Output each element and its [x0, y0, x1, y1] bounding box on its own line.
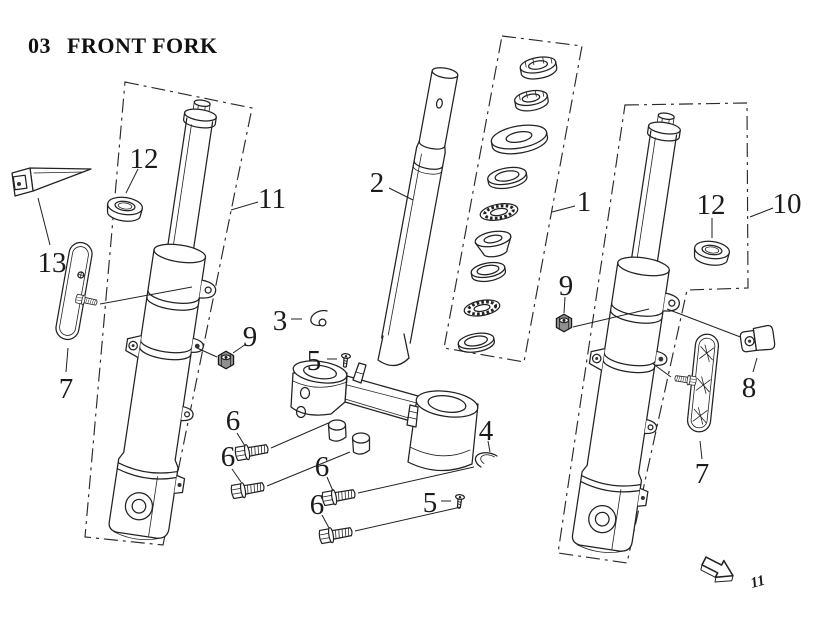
- page-note-text: 11: [749, 573, 767, 592]
- left-reflector: [53, 240, 95, 342]
- caged-ball-bearing-upper: [479, 203, 519, 221]
- callout-center-6b: 6: [310, 489, 325, 521]
- right-dust-seal: [691, 238, 732, 268]
- left-fork-boundary-box: [84, 81, 253, 546]
- right-stud-nut: [555, 313, 573, 333]
- left-fork-leg: [97, 93, 244, 546]
- callout-left-7: 7: [59, 373, 74, 405]
- callout-4: 4: [479, 415, 494, 447]
- bearing-race-upper: [487, 166, 528, 190]
- seal-ring-bottom: [457, 332, 495, 353]
- bearing-kit-boundary-box: [443, 35, 583, 363]
- left-pinch-bolt-upper: [233, 440, 270, 463]
- lower-screw: [453, 493, 466, 510]
- callout-left-12: 12: [130, 143, 159, 175]
- snap-ring: [474, 452, 498, 468]
- retainer-clip: [310, 309, 328, 327]
- callout-left-6a: 6: [226, 405, 241, 437]
- right-reflector: [685, 332, 721, 434]
- steering-stem: 2: [370, 67, 459, 344]
- center-small-parts: 3 5 4 5 6 6: [273, 305, 498, 546]
- center-pinch-bolt-upper: [320, 485, 357, 508]
- callout-right-12: 12: [697, 189, 726, 221]
- castle-nut-second: [514, 89, 549, 112]
- callout-10: 10: [773, 188, 802, 220]
- lower-triple-clamp: [290, 333, 479, 472]
- bearing-kit-group: 1: [443, 35, 592, 363]
- left-pinch-bolt-lower: [229, 478, 266, 501]
- caged-ball-bearing-lower: [463, 299, 501, 317]
- page-title: 03 FRONT FORK: [28, 33, 218, 58]
- right-fork-group: 12 10 9 8 7: [555, 102, 802, 564]
- title-number: 03: [28, 33, 51, 58]
- right-fork-leg: [561, 106, 708, 559]
- title-text: FRONT FORK: [67, 33, 218, 58]
- callout-5-bottom: 5: [423, 487, 438, 519]
- callout-right-7: 7: [695, 458, 710, 490]
- dust-cover: [490, 124, 549, 155]
- castle-nut-top: [519, 56, 558, 80]
- front-bracket: [11, 167, 92, 197]
- left-fork-group: 12 11 13 7 9: [11, 81, 351, 546]
- upper-screw: [339, 352, 352, 369]
- callout-8: 8: [742, 372, 757, 404]
- bearing-cone: [474, 230, 512, 258]
- reflector-hatching: [692, 344, 715, 425]
- callout-13: 13: [38, 247, 67, 279]
- bearing-race-lower: [470, 261, 507, 283]
- callout-1: 1: [577, 186, 592, 218]
- page-arrow-note: 11: [700, 556, 767, 592]
- callout-3: 3: [273, 305, 288, 337]
- callout-2: 2: [370, 167, 385, 199]
- left-stud-nut: [217, 350, 235, 370]
- center-pinch-bolt-lower: [317, 523, 354, 546]
- left-dust-seal: [104, 194, 145, 224]
- callout-left-11: 11: [258, 183, 286, 215]
- callout-right-9: 9: [559, 270, 574, 302]
- callout-left-9: 9: [243, 321, 258, 353]
- arrow-icon: [700, 556, 734, 583]
- callout-center-6a: 6: [315, 451, 330, 483]
- callout-left-6b: 6: [221, 441, 236, 473]
- cable-clamp: [739, 324, 776, 353]
- callout-5-top: 5: [307, 345, 322, 377]
